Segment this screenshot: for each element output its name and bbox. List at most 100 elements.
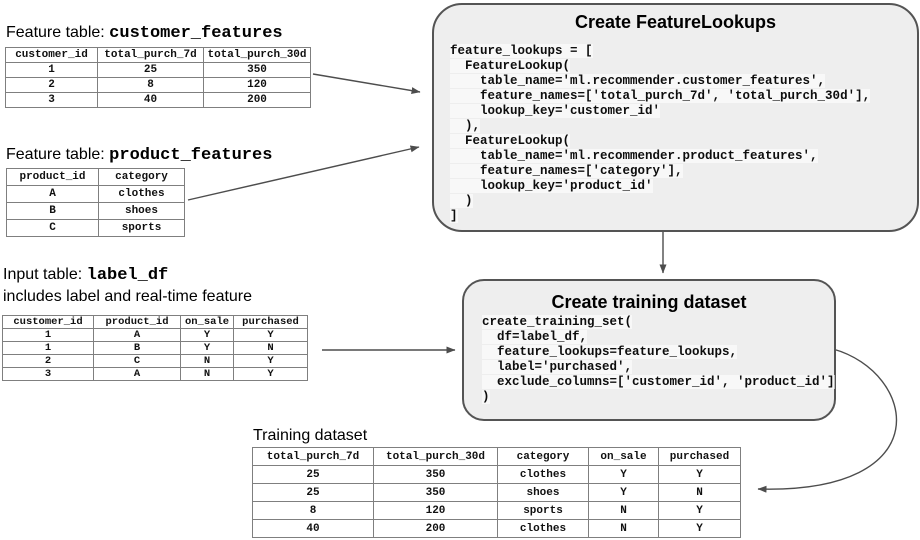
label-df-title: Input table: label_df includes label and… — [3, 264, 252, 307]
code-line: feature_lookups=feature_lookups, — [482, 345, 738, 359]
table-cell: 1 — [2, 341, 94, 355]
create-featurelookups-heading: Create FeatureLookups — [574, 12, 777, 32]
table-cell: shoes — [497, 483, 589, 502]
table-cell: Y — [233, 367, 308, 381]
table-cell: N — [588, 501, 659, 520]
code-line: lookup_key='product_id' — [450, 179, 653, 193]
table-cell: 25 — [252, 483, 374, 502]
code-line: ) — [450, 194, 473, 208]
code-line: feature_lookups = [ — [450, 44, 593, 58]
table-cell: 200 — [373, 519, 498, 538]
table-cell: 120 — [373, 501, 498, 520]
customer-features-title-name: customer_features — [109, 24, 283, 43]
code-line: ] — [450, 209, 458, 223]
code-line: exclude_columns=['customer_id', 'product… — [482, 375, 835, 389]
table-cell: Y — [588, 483, 659, 502]
column-header: total_purch_7d — [252, 447, 374, 466]
table-cell: shoes — [98, 202, 185, 220]
table-cell: Y — [233, 328, 308, 342]
customer-features-title-prefix: Feature table: — [6, 24, 110, 41]
table-cell: A — [93, 367, 181, 381]
column-header: category — [98, 168, 185, 186]
column-header: total_purch_30d — [373, 447, 498, 466]
code-line: table_name='ml.recommender.product_featu… — [450, 149, 818, 163]
code-line: table_name='ml.recommender.customer_feat… — [450, 74, 826, 88]
column-header: purchased — [658, 447, 741, 466]
table-cell: 25 — [97, 62, 204, 78]
arrow-product-features-to-featurelookups — [187, 145, 420, 201]
code-line: feature_names=['category'], — [450, 164, 683, 178]
column-header: on_sale — [588, 447, 659, 466]
training-set-code-block: create_training_set( df=label_df, featur… — [482, 315, 835, 405]
table-cell: 40 — [97, 92, 204, 108]
table-cell: 2 — [2, 354, 94, 368]
column-header: customer_id — [2, 315, 94, 329]
table-cell: 350 — [373, 483, 498, 502]
label-df-title-prefix: Input table: — [3, 266, 87, 283]
table-cell: Y — [658, 501, 741, 520]
table-cell: 1 — [2, 328, 94, 342]
column-header: purchased — [233, 315, 308, 329]
table-cell: Y — [588, 465, 659, 484]
table-cell: 350 — [373, 465, 498, 484]
customer-features-title: Feature table: customer_features — [6, 22, 283, 44]
table-cell: 350 — [203, 62, 311, 78]
column-header: category — [497, 447, 589, 466]
table-cell: clothes — [497, 465, 589, 484]
table-cell: C — [93, 354, 181, 368]
table-cell: 8 — [252, 501, 374, 520]
table-cell: A — [93, 328, 181, 342]
table-cell: N — [658, 483, 741, 502]
create-training-dataset-box: Create training dataset create_training_… — [462, 279, 836, 421]
code-line: df=label_df, — [482, 330, 588, 344]
column-header: product_id — [6, 168, 99, 186]
table-cell: sports — [497, 501, 589, 520]
table-cell: C — [6, 219, 99, 237]
table-cell: N — [588, 519, 659, 538]
table-cell: N — [180, 354, 234, 368]
create-featurelookups-box: Create FeatureLookups feature_lookups = … — [432, 3, 919, 232]
arrow-training-set-to-training-dataset — [757, 348, 898, 493]
product-features-title-prefix: Feature table: — [6, 146, 110, 163]
code-line: ), — [450, 119, 481, 133]
table-cell: B — [6, 202, 99, 220]
table-cell: sports — [98, 219, 185, 237]
table-cell: 8 — [97, 77, 204, 93]
table-cell: 25 — [252, 465, 374, 484]
table-cell: clothes — [497, 519, 589, 538]
create-training-dataset-heading: Create training dataset — [551, 292, 747, 312]
column-header: total_purch_30d — [203, 47, 311, 63]
code-line: label='purchased', — [482, 360, 633, 374]
training-dataset-title: Training dataset — [253, 427, 368, 444]
table-cell: clothes — [98, 185, 185, 203]
label-df-subtitle: includes label and real-time feature — [3, 288, 253, 305]
column-header: on_sale — [180, 315, 234, 329]
table-cell: N — [180, 367, 234, 381]
table-cell: 2 — [5, 77, 98, 93]
table-cell: Y — [180, 341, 234, 355]
table-cell: Y — [180, 328, 234, 342]
table-cell: A — [6, 185, 99, 203]
featurelookups-code-block: feature_lookups = [ FeatureLookup( table… — [450, 44, 871, 224]
code-line: FeatureLookup( — [450, 59, 571, 73]
code-line: feature_names=['total_purch_7d', 'total_… — [450, 89, 871, 103]
label-df-title-name: label_df — [86, 266, 169, 285]
table-cell: 120 — [203, 77, 311, 93]
